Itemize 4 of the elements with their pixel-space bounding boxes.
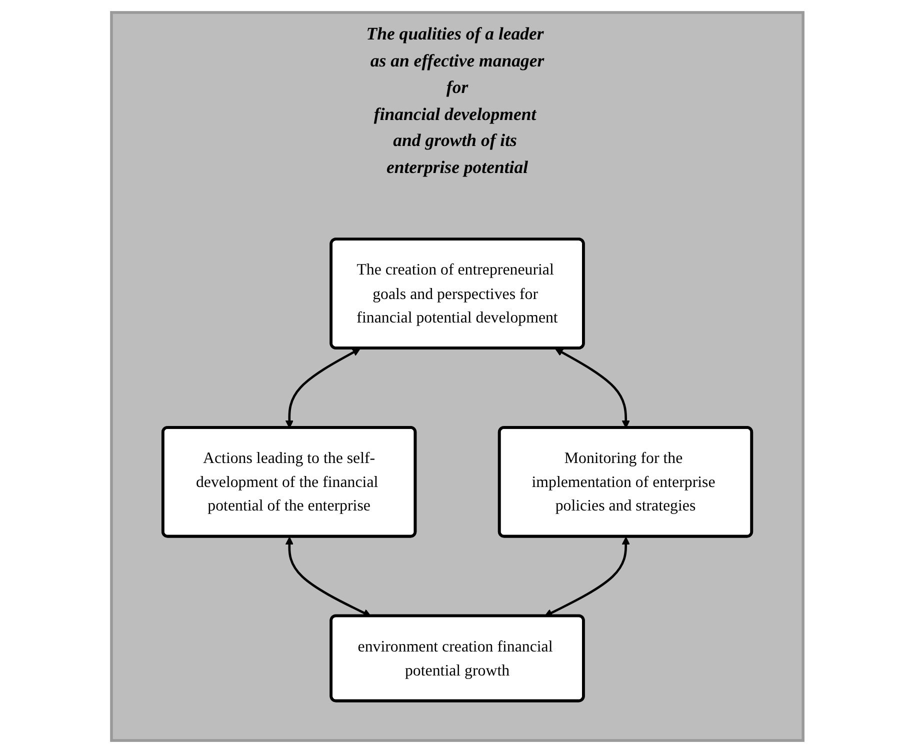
arrow bbox=[286, 348, 361, 428]
arrow bbox=[555, 348, 630, 428]
arrow bbox=[544, 536, 630, 617]
arrow bbox=[286, 536, 372, 617]
